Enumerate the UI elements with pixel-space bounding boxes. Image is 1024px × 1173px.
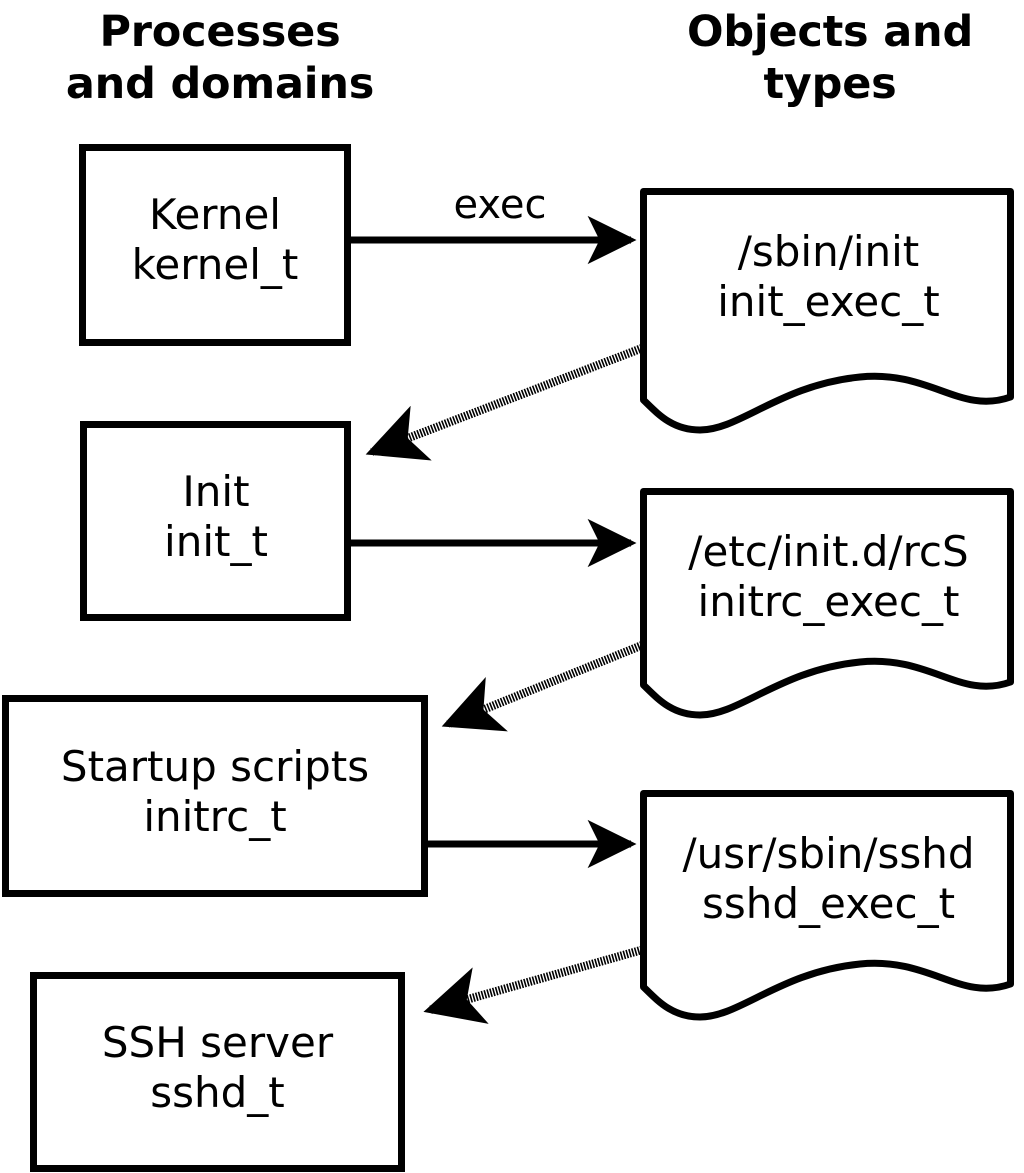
process-box-kernel[interactable]	[79, 144, 351, 346]
object-doc-init-exec[interactable]	[640, 188, 1014, 434]
edge-init-exec-to-init[interactable]	[365, 343, 647, 461]
column-title-objects: Objects and types	[686, 7, 974, 109]
object-doc-initrc-exec[interactable]	[640, 488, 1014, 719]
process-box-sshd[interactable]	[30, 972, 405, 1172]
process-box-initrc[interactable]	[2, 695, 428, 897]
object-doc-sshd-exec[interactable]	[640, 790, 1014, 1021]
column-title-processes: Processes and domains	[65, 7, 375, 109]
edge-sshd-exec-to-sshd[interactable]	[423, 944, 647, 1024]
process-box-init[interactable]	[80, 421, 351, 621]
edge-initrc-exec-to-initrc[interactable]	[441, 640, 647, 732]
edge-label-exec: exec	[453, 182, 547, 228]
